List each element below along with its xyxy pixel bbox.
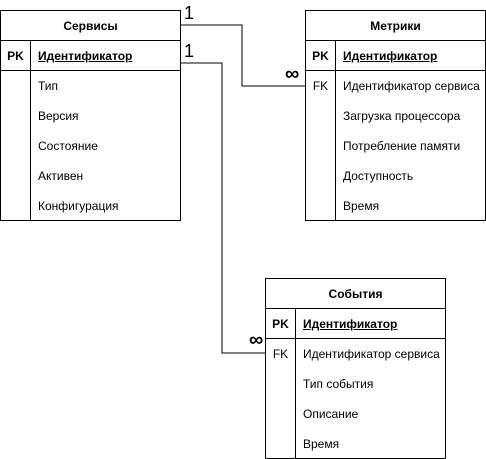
key-cell (1, 191, 31, 221)
key-cell (306, 131, 336, 161)
pk-field: Идентификатор (343, 48, 438, 63)
key-cell (1, 131, 31, 161)
key-cell (306, 101, 336, 131)
relation-line-services-events (180, 62, 265, 354)
key-cell (1, 71, 31, 101)
table-title: Метрики (306, 11, 485, 41)
field-name: Время (303, 437, 340, 451)
table-title: События (266, 279, 445, 309)
field-name: Доступность (343, 169, 414, 183)
field-row: Загрузка процессора (306, 101, 485, 131)
field-name: Тип (38, 79, 59, 93)
field-row: Доступность (306, 161, 485, 191)
fk-field: Идентификатор сервиса (303, 347, 440, 361)
pk-row: PK Идентификатор (266, 309, 445, 339)
cardinality-one-events: 1 (184, 41, 195, 61)
field-name: Тип события (303, 377, 374, 391)
table-metrics[interactable]: Метрики PK Идентификатор FK Идентификато… (305, 10, 486, 221)
field-name: Версия (38, 109, 79, 123)
key-cell (306, 191, 336, 221)
pk-field: Идентификатор (303, 316, 398, 331)
field-name: Конфигурация (38, 199, 119, 213)
key-cell (1, 101, 31, 131)
pk-label: PK (266, 309, 296, 338)
relation-line-services-metrics (180, 24, 305, 87)
field-name: Потребление памяти (343, 139, 461, 153)
field-row: Активен (1, 161, 180, 191)
field-row: Версия (1, 101, 180, 131)
pk-field: Идентификатор (38, 48, 133, 63)
cardinality-many-events: ∞ (249, 329, 264, 351)
pk-label: PK (1, 41, 31, 70)
field-name: Время (343, 199, 380, 213)
field-row: Конфигурация (1, 191, 180, 221)
key-cell (306, 161, 336, 191)
field-name: Активен (38, 169, 84, 183)
table-events[interactable]: События PK Идентификатор FK Идентификато… (265, 278, 446, 459)
field-name: Загрузка процессора (343, 109, 461, 123)
field-row: Потребление памяти (306, 131, 485, 161)
field-row: Состояние (1, 131, 180, 161)
pk-label: PK (306, 41, 336, 70)
field-name: Описание (303, 407, 359, 421)
table-title: Сервисы (1, 11, 180, 41)
fk-row: FK Идентификатор сервиса (306, 71, 485, 101)
field-row: Тип события (266, 369, 445, 399)
cardinality-many-metrics: ∞ (285, 63, 300, 85)
key-cell (1, 161, 31, 191)
pk-row: PK Идентификатор (1, 41, 180, 71)
fk-label: FK (266, 339, 296, 369)
field-row: Тип (1, 71, 180, 101)
field-name: Состояние (38, 139, 98, 153)
key-cell (266, 369, 296, 399)
fk-label: FK (306, 71, 336, 101)
fk-row: FK Идентификатор сервиса (266, 339, 445, 369)
field-row: Описание (266, 399, 445, 429)
field-row: Время (306, 191, 485, 221)
pk-row: PK Идентификатор (306, 41, 485, 71)
table-services[interactable]: Сервисы PK Идентификатор Тип Версия Сост… (0, 10, 181, 221)
cardinality-one-metrics: 1 (184, 3, 195, 23)
key-cell (266, 399, 296, 429)
field-row: Время (266, 429, 445, 459)
key-cell (266, 429, 296, 459)
fk-field: Идентификатор сервиса (343, 79, 480, 93)
